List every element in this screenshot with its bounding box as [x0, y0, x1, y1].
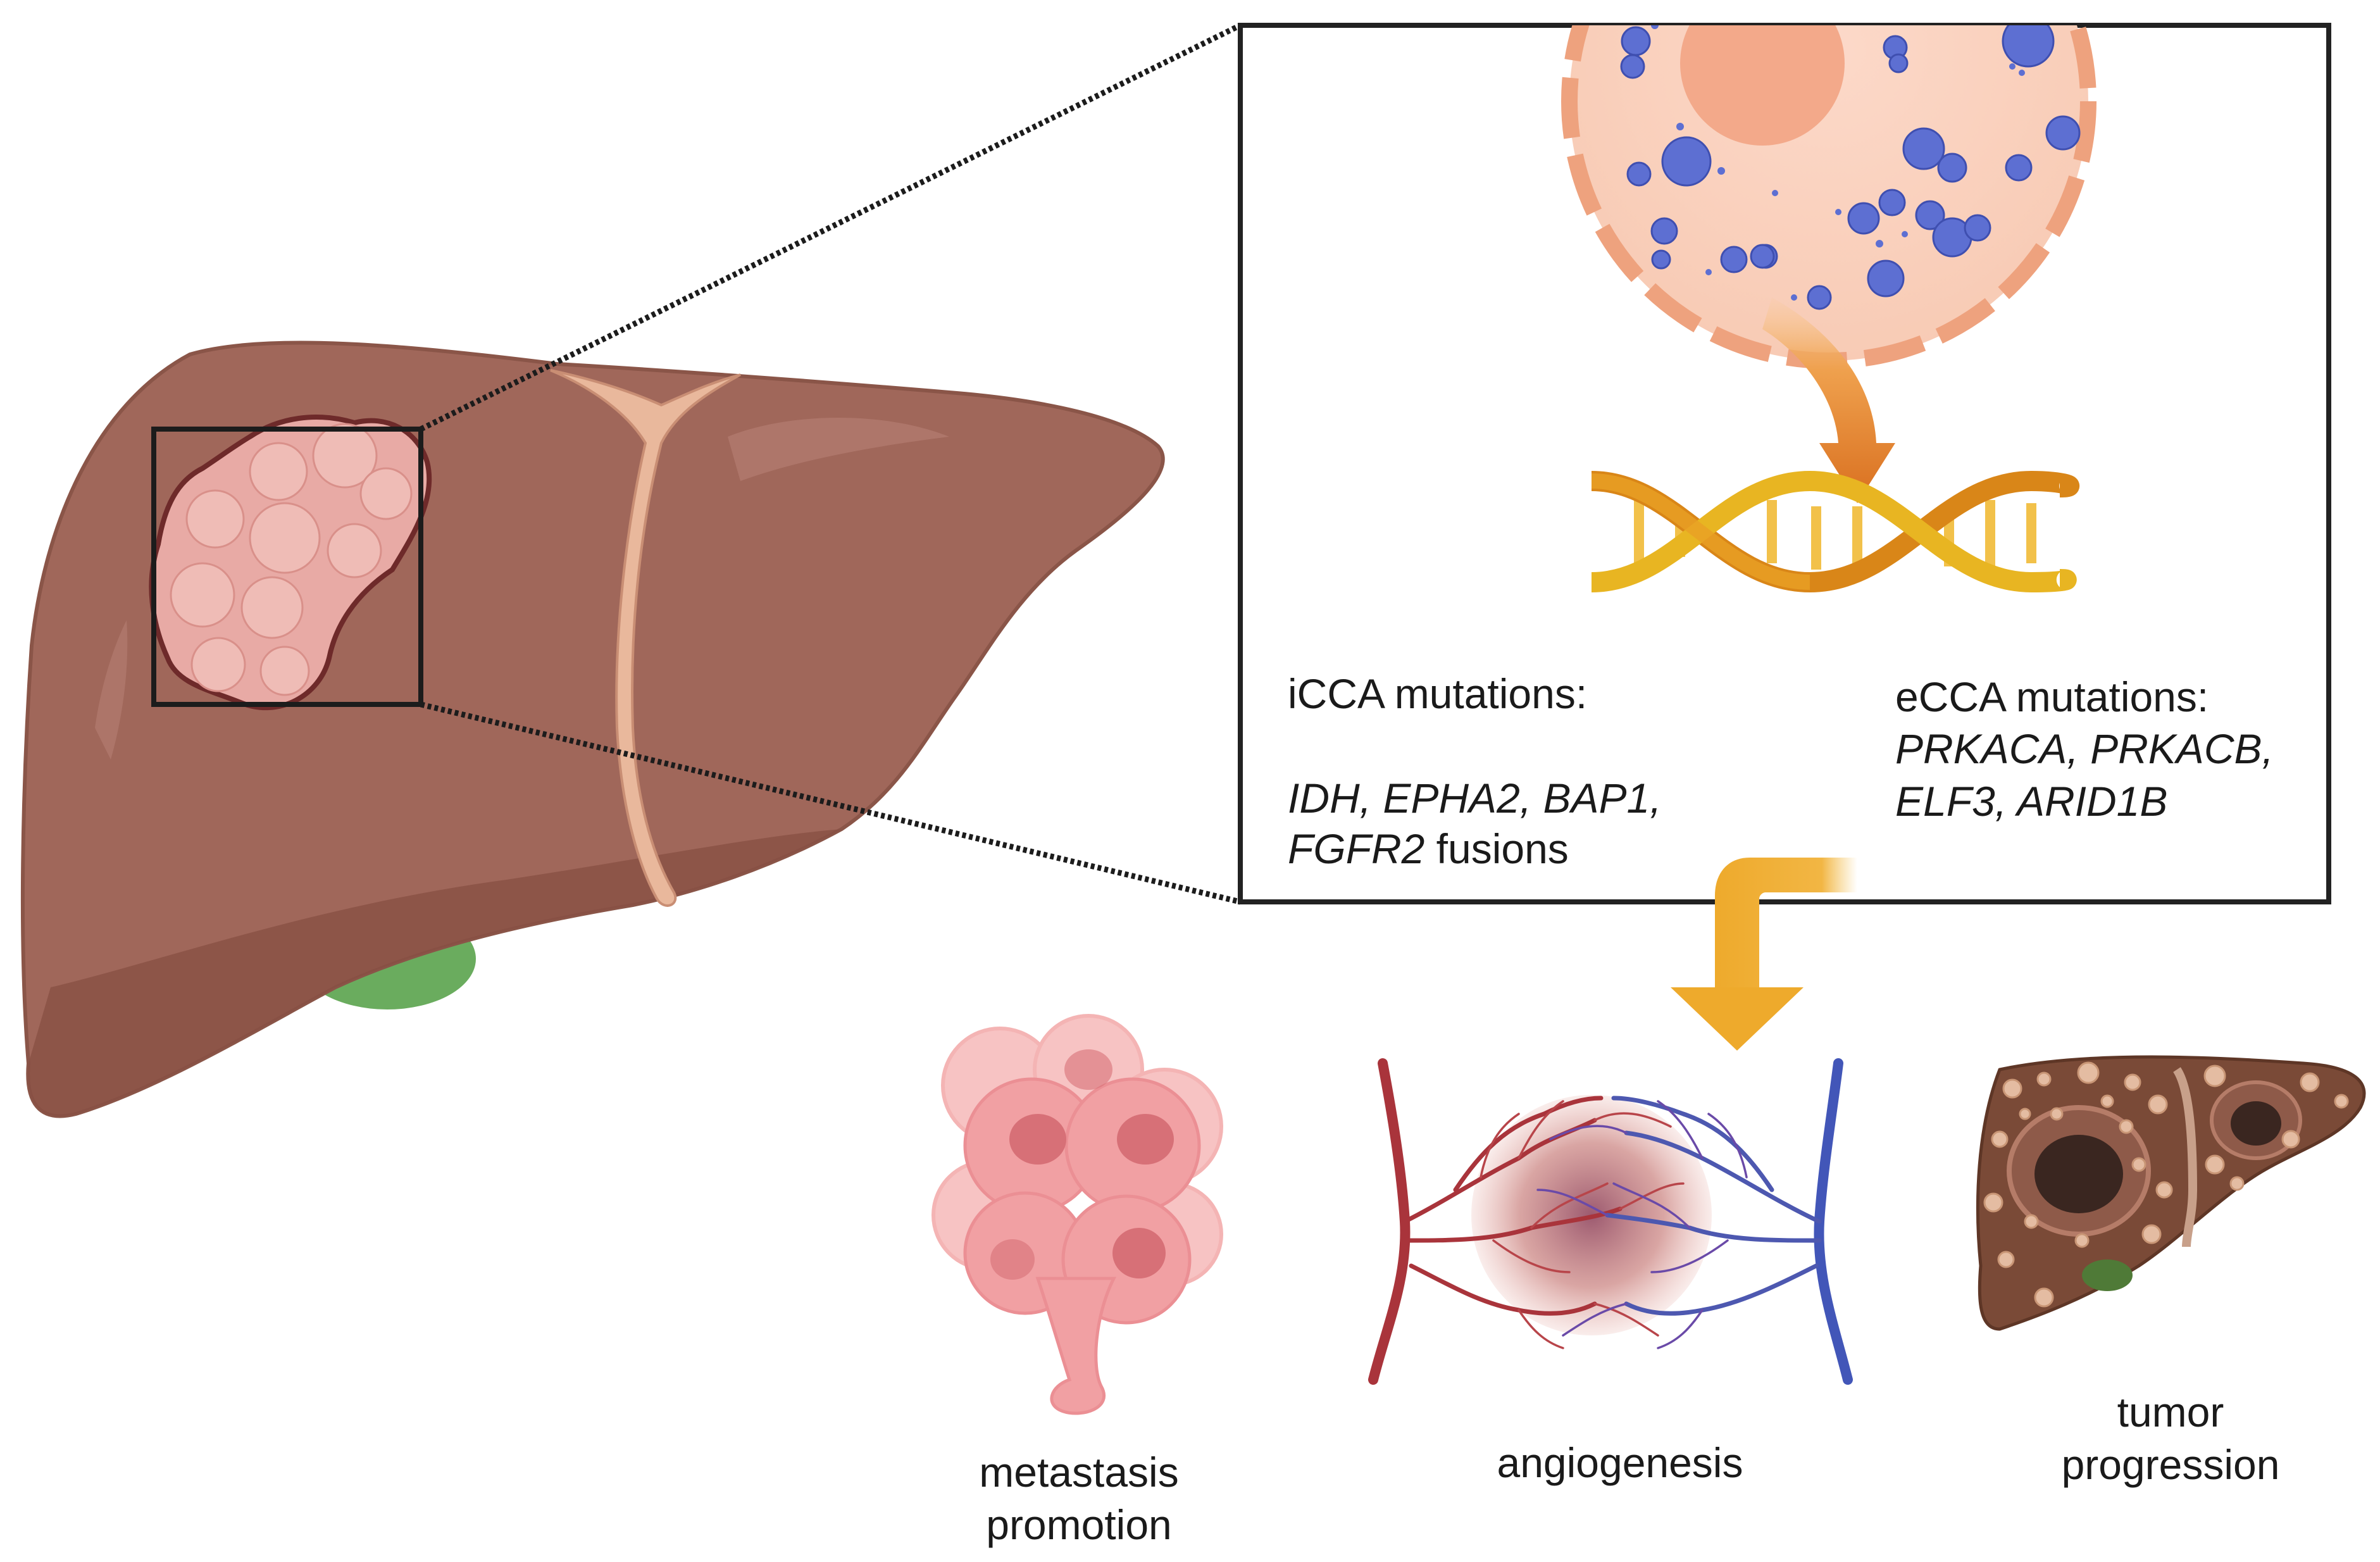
tumor-progression-label: tumor progression	[2025, 1386, 2316, 1490]
icca-fgfr2-gene: FGFR2	[1288, 825, 1425, 872]
liver-highlight	[728, 418, 949, 481]
falciform-ligament	[550, 369, 741, 907]
liver-illustration	[20, 341, 1165, 1118]
icca-mutations-title: iCCA mutations:	[1288, 670, 1588, 717]
metastasis-label-line1: metastasis	[979, 1449, 1179, 1496]
liver-highlight	[95, 620, 128, 759]
ecca-genes-line1: PRKACA, PRKACB,	[1895, 725, 2274, 772]
zoom-selection-box	[151, 427, 423, 707]
mutation-inset	[1238, 23, 2331, 904]
angiogenesis-label: angiogenesis	[1497, 1439, 1743, 1486]
ecca-mutations-title: eCCA mutations:	[1895, 673, 2209, 720]
metastasis-label-line2: promotion	[986, 1501, 1172, 1548]
dna-helix	[1591, 470, 2080, 593]
ecca-genes-line2: ELF3, ARID1B	[1895, 778, 2168, 825]
metastasis-illustration	[931, 1014, 1223, 1415]
metastasis-label: metastasis promotion	[937, 1446, 1221, 1551]
liver-tumor	[149, 415, 432, 711]
icca-fusions-text: fusions	[1424, 825, 1569, 872]
tumor-liver-illustration	[1976, 1055, 2366, 1331]
icca-genes-line1: IDH, EPHA2, BAP1,	[1288, 775, 1662, 822]
cell-to-dna-arrow	[1762, 297, 1895, 503]
zoom-lines	[420, 22, 1242, 905]
icca-genes-line2: FGFR2 fusions	[1288, 823, 1569, 875]
cell-nucleus	[1680, 25, 1845, 146]
tumor-label-line1: tumor	[2117, 1389, 2224, 1435]
liver-shadow	[28, 829, 842, 1116]
tumor-label-line2: progression	[2061, 1440, 2280, 1488]
vesicles	[1620, 25, 2081, 310]
outcome-arrow	[1671, 858, 1857, 1051]
angiogenesis-illustration	[1368, 1058, 1853, 1385]
